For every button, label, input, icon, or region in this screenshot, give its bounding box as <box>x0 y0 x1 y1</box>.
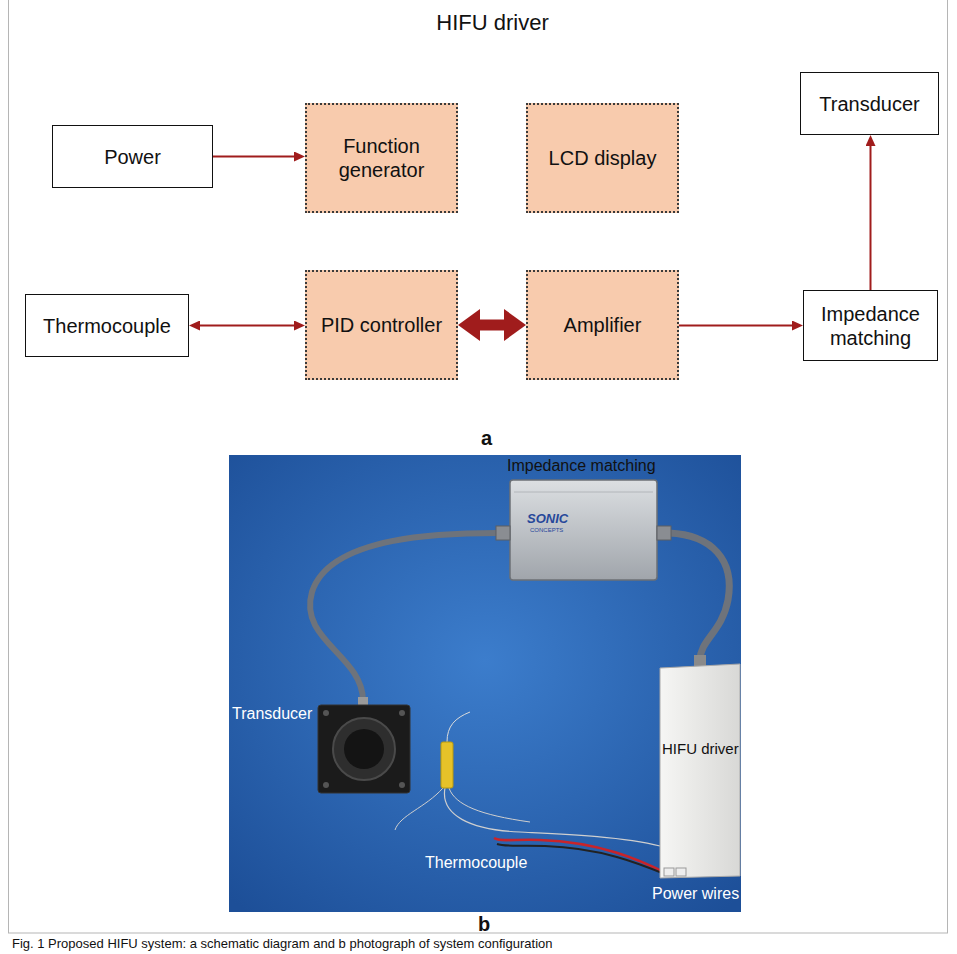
block-box: Thermocouple <box>25 294 189 357</box>
driver-photo <box>660 655 740 878</box>
block-label: Amplifier <box>564 313 642 337</box>
signal-arrow <box>192 325 302 327</box>
logo-text: SONIC <box>527 511 568 527</box>
system-photo <box>229 455 741 912</box>
panel-letter: a <box>481 426 492 450</box>
driver-group: HIFU driverFunction generator LCD display… <box>268 0 717 415</box>
thermocouple-photo <box>395 712 660 846</box>
block-label: Power <box>104 145 161 169</box>
block-label: Transducer <box>819 92 919 116</box>
driver-cable <box>669 533 729 660</box>
block-box: Power <box>52 125 213 188</box>
logo-text: CONCEPTS <box>530 527 563 534</box>
module-box: LCD display <box>526 103 679 213</box>
block-label: Impedance matching <box>812 302 929 350</box>
block-label: Thermocouple <box>43 314 171 338</box>
photo-background <box>229 455 741 912</box>
photo-label: HIFU driver <box>662 740 739 758</box>
panel-letter: b <box>478 912 490 936</box>
block-box: Impedance matching <box>803 290 938 361</box>
photo-label: Power wires <box>652 884 739 903</box>
module-box: Function generator <box>305 103 458 213</box>
block-label: Function generator <box>315 134 448 182</box>
signal-arrow <box>679 325 800 327</box>
group-title: HIFU driver <box>268 0 717 46</box>
figure-caption: Fig. 1 Proposed HIFU system: a schematic… <box>12 936 552 952</box>
transducer-photo <box>318 697 410 793</box>
signal-arrow <box>213 156 302 158</box>
photo-label: Thermocouple <box>425 853 527 872</box>
photo-label: Impedance matching <box>507 456 656 475</box>
signal-arrow <box>467 320 517 331</box>
block-box: Transducer <box>800 72 939 135</box>
signal-arrow <box>870 138 872 290</box>
block-label: LCD display <box>549 146 657 170</box>
figure-frame <box>9 0 948 933</box>
transducer-cable <box>310 533 498 700</box>
matching-box <box>496 480 671 580</box>
block-label: PID controller <box>321 313 442 337</box>
photo-label: Transducer <box>232 704 312 723</box>
module-box: PID controller <box>305 270 458 380</box>
module-box: Amplifier <box>526 270 679 380</box>
